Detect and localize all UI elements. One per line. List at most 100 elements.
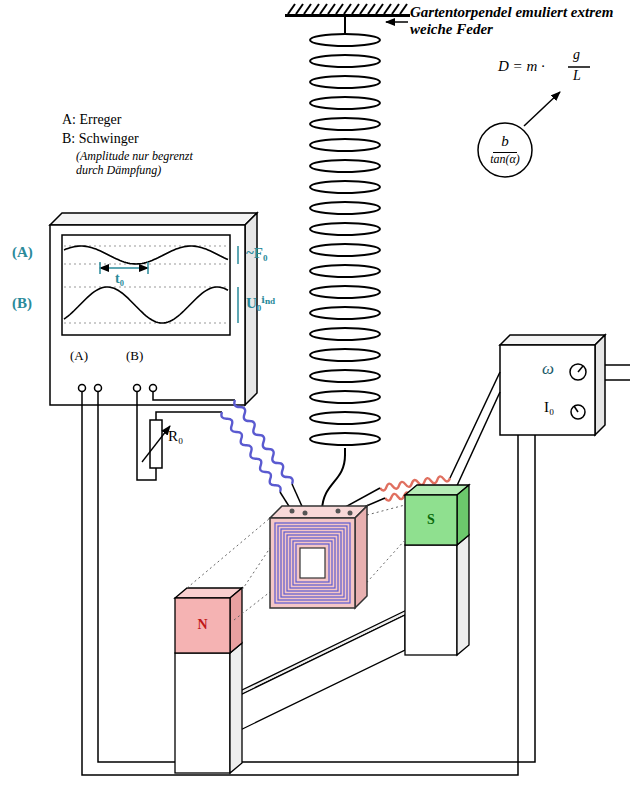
- phase-tick: [147, 262, 149, 274]
- channel-label: (B): [126, 349, 143, 364]
- channel-label: (B): [12, 295, 32, 312]
- spring-turn: [310, 223, 380, 235]
- fraction-bar: [568, 66, 590, 68]
- hatch-stroke: [304, 4, 311, 14]
- hatch-stroke: [344, 4, 351, 14]
- hatch-stroke: [320, 4, 327, 14]
- magnet-pillar: [457, 535, 469, 655]
- formula: g: [573, 47, 580, 63]
- scope-top: [50, 213, 257, 225]
- spring-turn: [310, 412, 380, 424]
- spring-note: Gartentorpendel emuliert extrem weiche F…: [410, 4, 625, 39]
- ceiling-hatch: [288, 4, 407, 14]
- hatch-stroke: [376, 4, 383, 14]
- coiled-cable: [221, 412, 280, 492]
- spring-turn: [310, 202, 380, 214]
- spring-turn: [310, 265, 380, 277]
- scope-terminal: [79, 385, 157, 392]
- hatch-stroke: [328, 4, 335, 14]
- spring-wire: [344, 448, 346, 456]
- knob: [570, 364, 586, 380]
- pole-letter: S: [427, 512, 435, 528]
- generator-side: [595, 335, 605, 435]
- generator-box: ωI₀: [500, 345, 595, 435]
- pole-letter: N: [197, 617, 207, 633]
- spring-turn: [310, 118, 380, 130]
- hatch-stroke: [400, 4, 407, 14]
- channel-label: (A): [12, 244, 33, 261]
- hatch-stroke: [288, 4, 295, 14]
- channel-label: (A): [70, 349, 88, 364]
- phase-tick: [99, 262, 101, 274]
- knob-pointer: [578, 366, 583, 372]
- spring-turn: [310, 139, 380, 151]
- generator-body: [500, 345, 595, 435]
- winding-turn: [278, 526, 347, 600]
- spring-turn: [310, 181, 380, 193]
- hatch-stroke: [384, 4, 391, 14]
- current-symbol: I₀: [544, 399, 554, 416]
- power-lead: [605, 365, 630, 380]
- spring-turn: [310, 307, 380, 319]
- north-pole: [175, 598, 230, 653]
- oscilloscope-box: (A) (B): [50, 225, 245, 405]
- hatch-stroke: [312, 4, 319, 14]
- wire: [153, 392, 235, 400]
- wire: [156, 412, 222, 420]
- leader-arrow: [386, 21, 408, 23]
- south-pole: [405, 495, 457, 545]
- spring-turn: [310, 370, 380, 382]
- magnet-pillar: [175, 653, 230, 773]
- leader-arrow: [524, 92, 560, 126]
- spring-turn: [310, 244, 380, 256]
- hatch-stroke: [392, 4, 399, 14]
- ceiling: [285, 14, 410, 17]
- numerator: b: [493, 133, 517, 152]
- spring-turn: [310, 34, 380, 46]
- spring-turn: [310, 349, 380, 361]
- hatch-stroke: [360, 4, 367, 14]
- phase-label: t₀: [115, 271, 124, 287]
- legend-text: A: Erreger: [62, 112, 121, 128]
- north-pole-face: N: [175, 598, 230, 653]
- winding-turn: [281, 529, 344, 597]
- knob: [571, 405, 585, 419]
- wire: [81, 392, 83, 405]
- generator-top: [500, 335, 605, 345]
- spring-turn: [310, 286, 380, 298]
- winding-turn: [293, 541, 332, 585]
- denominator: tan(α): [490, 153, 520, 167]
- winding-turn: [275, 523, 350, 603]
- knob-pointer: [574, 406, 578, 412]
- phase-arrow: [100, 267, 148, 269]
- signal-trace: [64, 246, 228, 264]
- legend-text: B: Schwinger: [62, 131, 139, 147]
- scope-screen: [62, 235, 230, 335]
- pole-side: [230, 588, 242, 653]
- pole-side: [457, 485, 469, 545]
- winding-turn: [287, 535, 338, 591]
- coil-core-hole: [300, 548, 325, 578]
- spring-turn: [310, 433, 380, 445]
- wire: [455, 392, 500, 490]
- hatch-stroke: [352, 4, 359, 14]
- wire: [98, 392, 535, 762]
- coil-frame: [270, 518, 355, 608]
- amplitude-label: ~F₀: [246, 245, 267, 262]
- screen-grid: [64, 246, 228, 323]
- amplitude-bar: [237, 287, 239, 323]
- signal-trace: [64, 246, 228, 323]
- formula-circle: [478, 123, 532, 177]
- note: (Amplitude nur begrenzt durch Dämpfung): [76, 150, 194, 178]
- formula-circle: btan(α): [478, 123, 532, 177]
- south-pole-face: S: [405, 495, 457, 545]
- spring-turn: [310, 76, 380, 88]
- resistor-adjust-arrow: [142, 426, 170, 462]
- hatch-stroke: [296, 4, 303, 14]
- spring-wire: [344, 17, 346, 34]
- formula: D = m ·: [498, 58, 545, 75]
- wire-connector: [82, 405, 518, 775]
- magnet-pillar: [405, 545, 457, 655]
- scope-body: [50, 225, 245, 405]
